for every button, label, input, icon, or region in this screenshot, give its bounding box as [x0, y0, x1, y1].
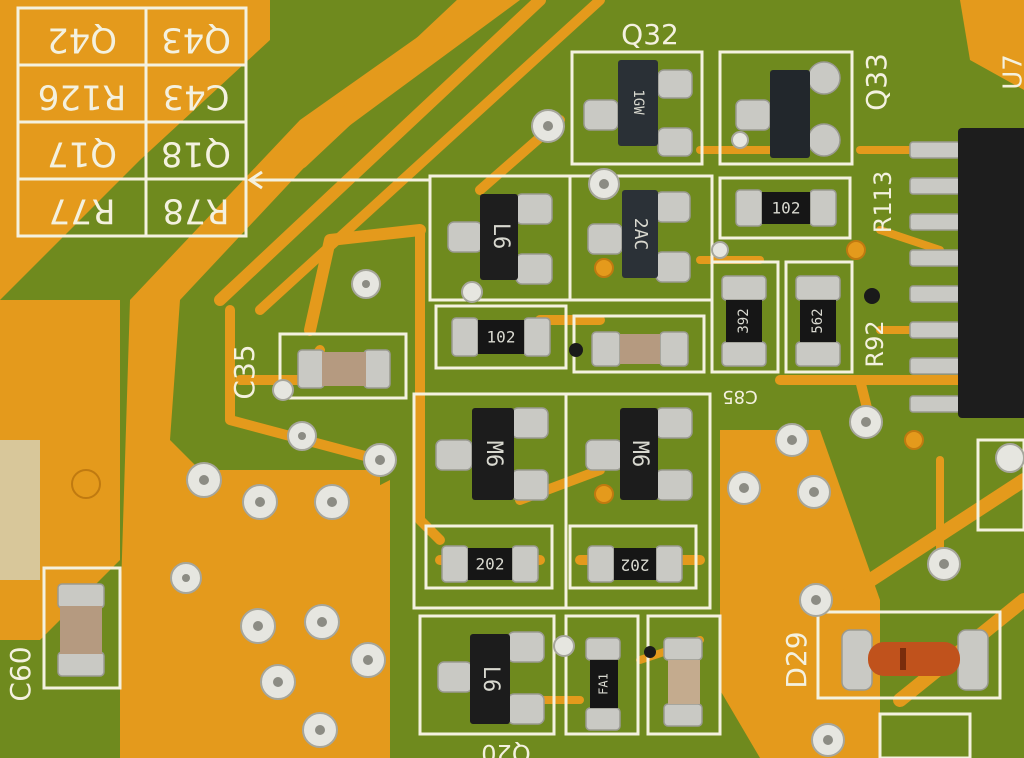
label-q43: Q43 [161, 20, 231, 60]
resistor-102-top [762, 192, 810, 224]
marking-m6-left: M6 [481, 441, 506, 468]
diode-d29 [868, 642, 960, 676]
label-grid [16, 6, 248, 238]
component-markings: L6 2AC 1GW 102 102 392 562 M6 M6 202 202… [476, 89, 826, 694]
vias [71, 109, 1024, 757]
label-c60: C60 [4, 646, 37, 701]
transistor-q32 [618, 60, 658, 146]
label-q17: Q17 [47, 134, 117, 174]
silkscreen-outlines [42, 50, 1024, 758]
label-r92: R92 [861, 320, 889, 367]
resistor-202-left [468, 548, 512, 580]
transistor-m6-left [472, 408, 514, 500]
marking-2ac: 2AC [630, 218, 651, 251]
solder-pads [57, 61, 989, 731]
label-c43: C43 [162, 77, 229, 117]
resistor-392 [726, 300, 762, 342]
label-u7: U7 [999, 54, 1024, 90]
resistor-562 [800, 300, 836, 342]
label-c85: C85 [722, 386, 757, 407]
label-d29: D29 [780, 631, 813, 688]
marking-l6-top: L6 [488, 223, 513, 250]
marking-202-left: 202 [476, 555, 505, 574]
label-r78: R78 [163, 191, 230, 231]
marking-102-top: 102 [772, 199, 801, 218]
component-bodies [60, 60, 1024, 724]
label-q18: Q18 [161, 134, 231, 174]
transistor-q33 [770, 70, 810, 158]
marking-102-mid: 102 [487, 328, 516, 347]
marking-202-right: 202 [621, 556, 650, 575]
transistor-2ac [622, 190, 658, 278]
resistor-202-right [614, 548, 656, 580]
label-q32: Q32 [621, 18, 679, 51]
label-r113: R113 [869, 171, 897, 233]
marking-q32-body: 1GW [630, 89, 646, 115]
label-q20: Q20 [481, 739, 530, 758]
transistor-l6-top [480, 194, 518, 280]
diode-fa1 [590, 660, 618, 708]
marking-m6-right: M6 [627, 441, 652, 468]
label-c35: C35 [228, 344, 261, 399]
label-r126: R126 [38, 77, 127, 117]
capacitor-bottom [668, 660, 700, 704]
reference-designators: Q32 Q33 R113 C35 R92 C60 D29 U7 Q20 C85 [4, 18, 1024, 758]
transistor-m6-right [620, 408, 658, 500]
pointer-arrow [247, 170, 430, 190]
label-q33: Q33 [860, 53, 893, 111]
label-q42: Q42 [47, 20, 117, 60]
label-r77: R77 [49, 191, 116, 231]
capacitor-c60 [60, 606, 102, 654]
marking-392: 392 [736, 308, 752, 333]
capacitor-mid [620, 334, 660, 364]
resistor-102-mid [478, 320, 524, 354]
marking-l6-bottom: L6 [478, 666, 503, 693]
grid-text: Q42 Q43 R126 C43 Q17 Q18 R77 R78 [38, 20, 231, 231]
marking-562: 562 [810, 308, 826, 333]
transistor-l6-bottom [470, 634, 510, 724]
capacitor-c35 [322, 352, 366, 386]
ic-u7 [958, 128, 1024, 418]
marking-fa1: FA1 [597, 673, 611, 695]
